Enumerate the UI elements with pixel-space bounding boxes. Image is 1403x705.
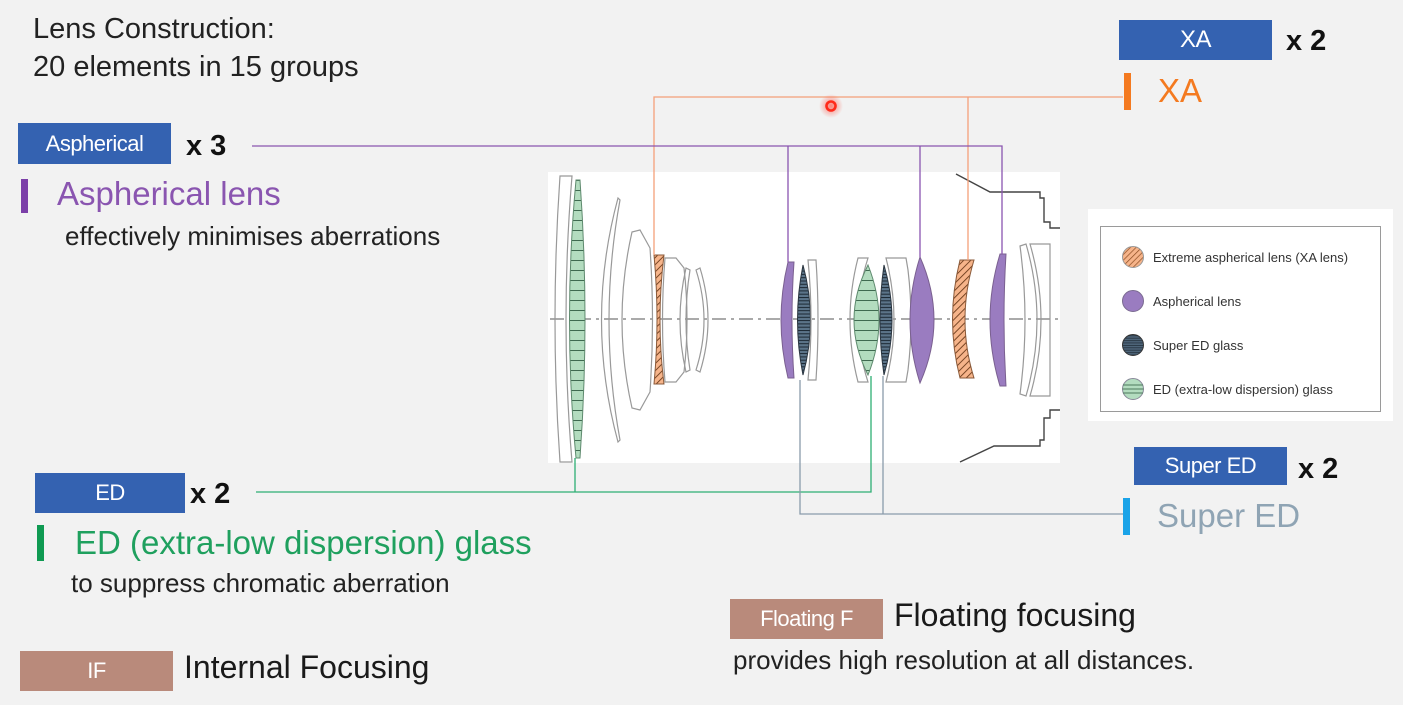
aspherical-description: effectively minimises aberrations [65, 221, 441, 251]
aspherical-count: x 3 [186, 130, 227, 162]
xa-heading: XA [1158, 72, 1203, 109]
lens-element-outline [554, 175, 573, 463]
ed-lens-element [569, 179, 586, 459]
ed-count: x 2 [190, 478, 231, 510]
super-ed-heading: Super ED [1157, 497, 1301, 534]
aspherical-accent-bar [21, 179, 28, 213]
lens-mount-top [955, 173, 1060, 229]
super-ed-accent-bar [1123, 498, 1130, 535]
lens-element-outline [679, 267, 691, 373]
lens-element-outline [807, 259, 819, 381]
aspherical-heading: Aspherical lens [57, 175, 281, 212]
legend-label: Aspherical lens [1153, 293, 1242, 309]
legend-item-xa: Extreme aspherical lens (XA lens) [1121, 245, 1348, 269]
lens-element-outline [621, 229, 654, 411]
aspherical-connector-line [252, 145, 1003, 254]
ed-accent-bar [37, 525, 44, 561]
super-ed-lens-element [797, 264, 811, 376]
ed-heading: ED (extra-low dispersion) glass [75, 524, 532, 561]
ed-connector-line [256, 376, 872, 493]
pointer-glow [819, 94, 843, 118]
lens-element-outline [600, 196, 621, 444]
xa-connector-line [653, 96, 1123, 255]
legend-label: ED (extra-low dispersion) glass [1153, 381, 1333, 397]
lens-mount-bottom [959, 409, 1060, 463]
aspherical-lens-element [780, 261, 795, 379]
internal-focusing-label: Internal Focusing [184, 649, 430, 685]
lens-construction-title: Lens Construction: 20 elements in 15 gro… [33, 10, 359, 86]
ed-description: to suppress chromatic aberration [71, 568, 450, 598]
if-badge: IF [20, 651, 173, 691]
floating-focusing-description: provides high resolution at all distance… [733, 645, 1195, 675]
xa-lens-element [952, 259, 975, 379]
ed-lens-element [853, 263, 880, 377]
pointer-dot-icon [825, 100, 837, 112]
legend-item-super-ed: Super ED glass [1121, 333, 1243, 357]
legend-item-ed: ED (extra-low dispersion) glass [1121, 377, 1333, 401]
aspherical-lens-element [909, 255, 935, 385]
aspherical-legend-icon [1122, 290, 1144, 312]
title-line-2: 20 elements in 15 groups [33, 51, 359, 83]
xa-count: x 2 [1286, 25, 1327, 57]
xa-accent-bar [1124, 73, 1131, 110]
xa-lens-element [653, 254, 665, 385]
super-ed-lens-element [879, 264, 893, 376]
xa-badge: XA [1119, 20, 1272, 60]
legend-label: Extreme aspherical lens (XA lens) [1153, 249, 1349, 265]
super-ed-badge: Super ED [1134, 447, 1287, 485]
floating-focusing-label: Floating focusing [894, 597, 1136, 633]
super-ed-connector-line [799, 380, 1123, 515]
aspherical-badge: Aspherical [18, 123, 171, 164]
legend-label: Super ED glass [1153, 337, 1244, 353]
lens-element-outline [1019, 243, 1038, 397]
aspherical-lens-element [989, 253, 1007, 387]
title-line-1: Lens Construction: [33, 13, 275, 45]
lens-element-outline [1029, 243, 1051, 397]
super-ed-legend-icon [1122, 334, 1144, 356]
floating-f-badge: Floating F [730, 599, 883, 639]
super-ed-count: x 2 [1298, 453, 1339, 485]
xa-legend-icon [1122, 246, 1144, 268]
legend-item-aspherical: Aspherical lens [1121, 289, 1241, 313]
lens-element-outline [661, 257, 688, 383]
ed-badge: ED [35, 473, 185, 513]
lens-element-outline [885, 257, 912, 383]
legend-box: Extreme aspherical lens (XA lens) Aspher… [1100, 226, 1381, 412]
lens-element-outline [695, 267, 709, 373]
ed-legend-icon [1122, 378, 1144, 400]
